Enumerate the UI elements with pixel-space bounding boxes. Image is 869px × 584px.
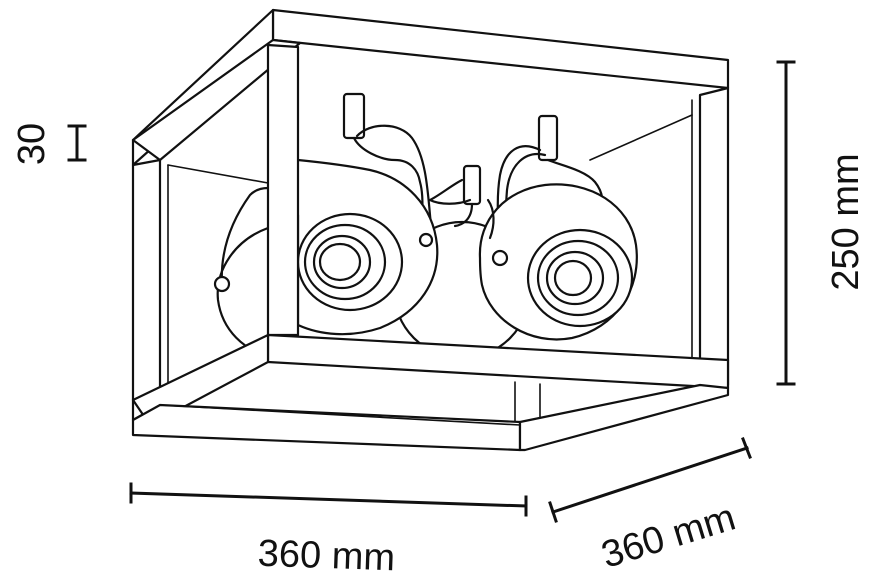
dimension-depth: [548, 437, 752, 523]
dimension-height: [776, 60, 796, 386]
dimension-canopy: [67, 124, 87, 162]
canopy-label: 30: [11, 123, 53, 165]
spotlight-left: [213, 186, 272, 357]
spotlight-front-right: [428, 114, 638, 341]
spotlight-front-left: [290, 92, 439, 336]
frame-left-top: [131, 8, 302, 167]
dimension-width: [129, 482, 528, 517]
depth-label: 360 mm: [597, 496, 741, 576]
height-label: 250 mm: [825, 153, 867, 290]
width-label: 360 mm: [257, 533, 396, 580]
frame-front: [131, 43, 730, 452]
